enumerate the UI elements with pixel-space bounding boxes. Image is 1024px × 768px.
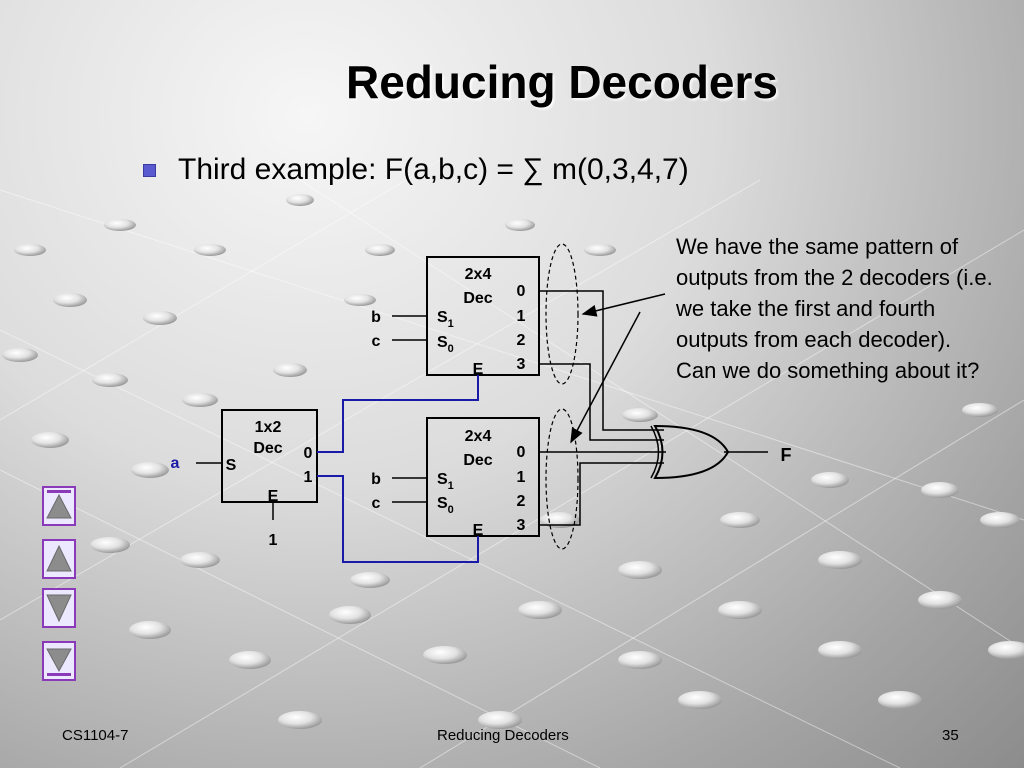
top-decoder-name: 2x4 xyxy=(465,266,492,283)
enable-wires xyxy=(317,375,479,563)
nav-first-button[interactable] xyxy=(42,486,76,526)
bullet-text: Third example: F(a,b,c) = ∑ m(0,3,4,7) xyxy=(178,153,689,186)
first-slide-icon xyxy=(46,490,72,519)
footer-slide-title: Reducing Decoders xyxy=(437,727,569,744)
bottom-decoder-s0-label: S0 xyxy=(437,495,454,516)
nav-previous-button[interactable] xyxy=(42,539,76,579)
bottom-decoder-input-b: b xyxy=(371,471,381,488)
highlight-top-outputs xyxy=(545,243,579,385)
bottom-decoder-input-c: c xyxy=(372,495,381,512)
top-decoder-s1-label: S1 xyxy=(437,309,454,330)
next-slide-icon xyxy=(46,594,72,623)
top-decoder-input-c: c xyxy=(372,333,381,350)
bottom-decoder-output-2: 2 xyxy=(517,493,526,510)
callout-arrow-top xyxy=(581,293,666,317)
nav-next-button[interactable] xyxy=(42,588,76,628)
top-decoder-input-b: b xyxy=(371,309,381,326)
small-decoder-output-1: 1 xyxy=(304,469,313,486)
top-decoder-sub: Dec xyxy=(463,290,492,307)
output-wires xyxy=(539,290,768,526)
bullet-marker xyxy=(143,164,156,177)
small-decoder-input-a: a xyxy=(171,455,180,472)
previous-slide-icon xyxy=(46,544,72,572)
or-gate-output-f: F xyxy=(781,445,792,465)
small-decoder-enable-value: 1 xyxy=(269,532,278,549)
bottom-decoder-name: 2x4 xyxy=(465,428,492,445)
top-decoder-enable-label: E xyxy=(473,361,484,378)
bottom-decoder-output-3: 3 xyxy=(517,517,526,534)
bottom-decoder: 2x4 Dec 0 1 2 3 S1 S0 E b c xyxy=(371,417,540,539)
small-decoder-name: 1x2 xyxy=(255,419,282,436)
top-decoder-output-0: 0 xyxy=(517,283,526,300)
nav-last-button[interactable] xyxy=(42,641,76,681)
highlight-bottom-outputs xyxy=(545,408,579,550)
or-gate: F xyxy=(650,424,792,480)
bottom-decoder-output-1: 1 xyxy=(517,469,526,486)
footer-course-code: CS1104-7 xyxy=(62,727,129,744)
top-decoder-output-3: 3 xyxy=(517,356,526,373)
small-decoder: 1x2 Dec 0 1 S E a 1 xyxy=(171,409,318,549)
small-decoder-output-0: 0 xyxy=(304,445,313,462)
bottom-decoder-sub: Dec xyxy=(463,452,492,469)
bottom-decoder-s1-label: S1 xyxy=(437,471,454,492)
last-slide-icon xyxy=(46,648,72,676)
callout-arrow-bottom xyxy=(570,311,641,444)
small-decoder-sub: Dec xyxy=(253,440,282,457)
top-decoder: 2x4 Dec 0 1 2 3 S1 S0 E b c xyxy=(371,256,540,378)
top-decoder-s0-label: S0 xyxy=(437,334,454,355)
explanation-note: We have the same pattern of outputs from… xyxy=(676,234,993,383)
small-decoder-select-label: S xyxy=(226,457,237,474)
top-decoder-output-1: 1 xyxy=(517,308,526,325)
top-decoder-output-2: 2 xyxy=(517,332,526,349)
bottom-decoder-output-0: 0 xyxy=(517,444,526,461)
bottom-decoder-enable-label: E xyxy=(473,522,484,539)
footer-page-number: 35 xyxy=(942,727,959,744)
small-decoder-enable-label: E xyxy=(268,488,279,505)
slide-title: Reducing Decoders xyxy=(346,56,778,108)
